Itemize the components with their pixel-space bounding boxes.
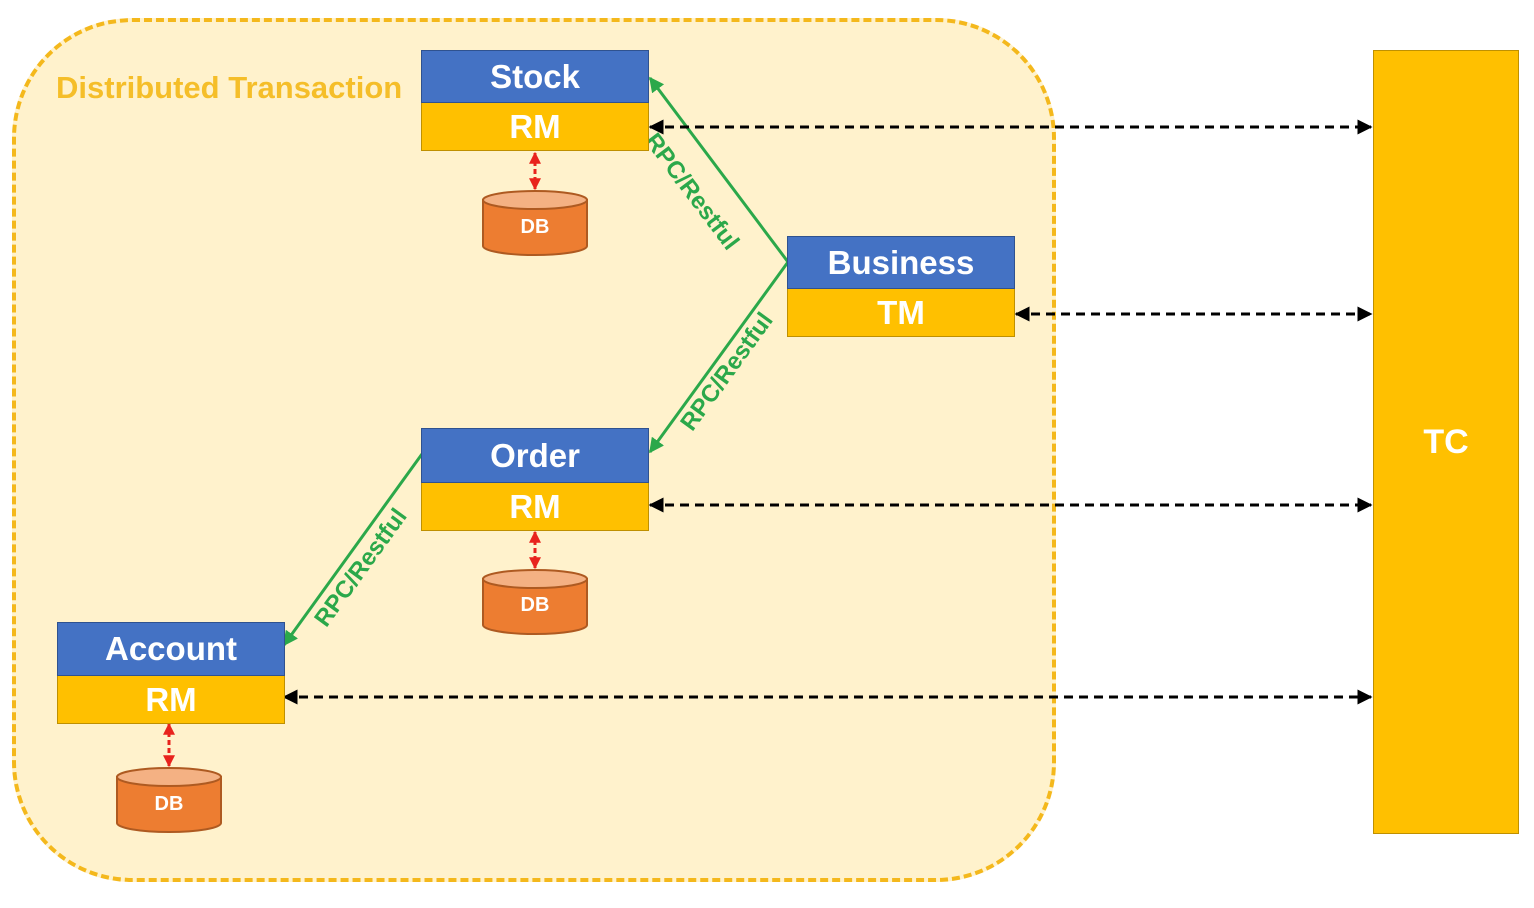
stock-db-label: DB xyxy=(520,216,550,238)
tc-label: TC xyxy=(1423,422,1469,461)
transaction-coordinator: TC xyxy=(1373,50,1519,834)
order-db-label: DB xyxy=(520,594,550,616)
rpc-line-business-stock xyxy=(648,76,790,263)
business-service-name: Business xyxy=(787,236,1015,289)
order-db-cylinder xyxy=(482,569,588,635)
region-label: Distributed Transaction xyxy=(56,70,403,105)
account-service-name: Account xyxy=(57,622,285,676)
stock-service: Stock RM xyxy=(421,50,649,151)
account-service-role: RM xyxy=(57,676,285,724)
stock-service-name: Stock xyxy=(421,50,649,103)
rpc-line-business-order xyxy=(648,261,790,454)
business-service-role: TM xyxy=(787,289,1015,337)
rpc-line-order-account xyxy=(282,453,424,647)
order-service-name: Order xyxy=(421,428,649,483)
stock-db-cylinder xyxy=(482,190,588,256)
account-db-label: DB xyxy=(154,793,184,815)
account-db-cylinder xyxy=(116,767,222,833)
business-service: Business TM xyxy=(787,236,1015,337)
order-service: Order RM xyxy=(421,428,649,531)
stock-service-role: RM xyxy=(421,103,649,151)
account-service: Account RM xyxy=(57,622,285,724)
order-service-role: RM xyxy=(421,483,649,531)
